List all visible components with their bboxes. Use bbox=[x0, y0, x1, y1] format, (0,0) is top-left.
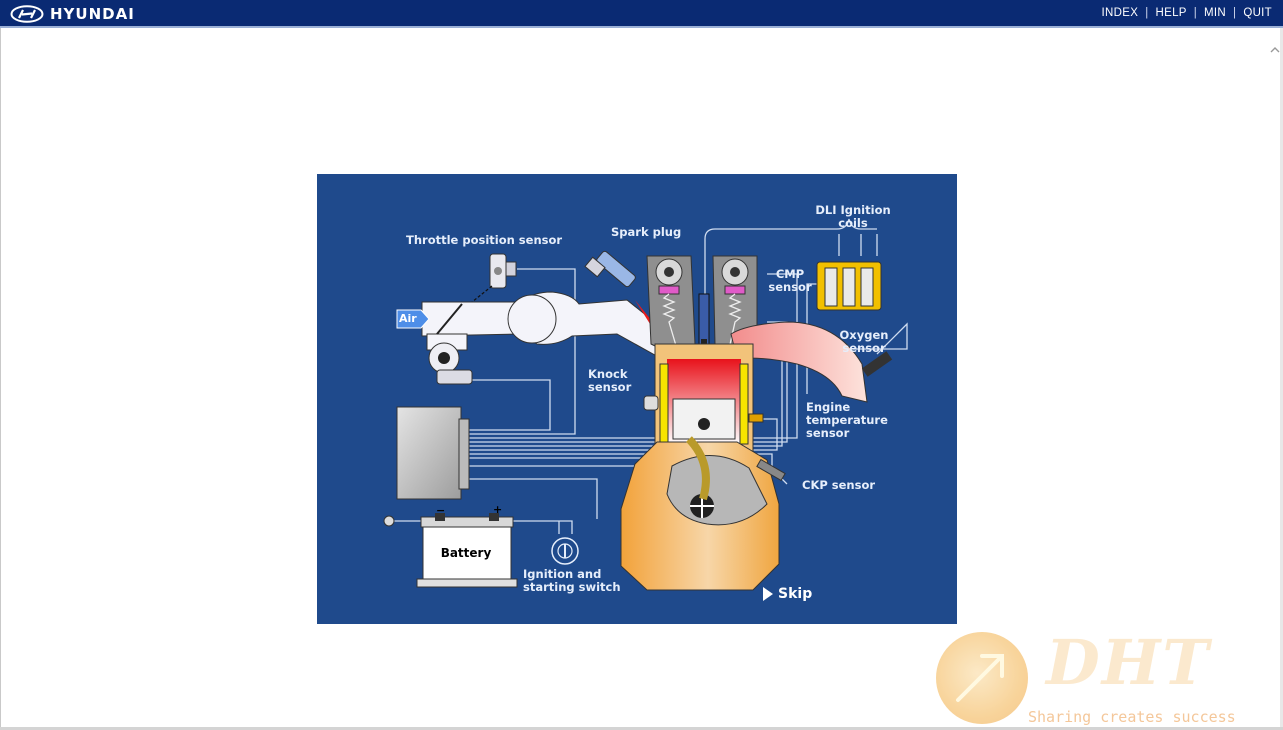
battery-plus-label: + bbox=[493, 503, 503, 516]
engine-temp-sensor-shape bbox=[748, 413, 764, 423]
throttle-position-sensor-shape bbox=[446, 253, 517, 323]
ignition-switch-shape bbox=[551, 537, 579, 565]
vertical-scrollbar[interactable] bbox=[1268, 40, 1282, 720]
scroll-up-chevron-icon[interactable] bbox=[1269, 44, 1281, 56]
knock-sensor-shape bbox=[643, 395, 659, 411]
cmp-label-line2: sensor bbox=[768, 280, 812, 294]
dli-ignition-coils-shape bbox=[816, 261, 882, 311]
ckp-sensor-shape bbox=[756, 458, 786, 482]
cmp-sensor-label: CMP sensor bbox=[767, 268, 813, 294]
index-link[interactable]: INDEX bbox=[1101, 7, 1139, 19]
air-label: Air bbox=[399, 312, 417, 325]
watermark-logo-text: DHT bbox=[1046, 626, 1211, 699]
engine-temp-label-line3: sensor bbox=[806, 426, 850, 440]
window-right-edge bbox=[1280, 28, 1283, 728]
ignition-starting-switch-label: Ignition and starting switch bbox=[523, 568, 621, 594]
cmp-label-line1: CMP bbox=[775, 267, 805, 281]
nav-separator: | bbox=[1193, 7, 1198, 19]
knock-label-line2: sensor bbox=[588, 380, 632, 394]
skip-label: Skip bbox=[778, 586, 813, 602]
skip-button[interactable]: Skip bbox=[763, 586, 812, 602]
cylinder-block-shape bbox=[643, 343, 764, 455]
throttle-position-sensor-label: Throttle position sensor bbox=[406, 233, 563, 247]
watermark-tagline: Sharing creates success bbox=[1028, 708, 1236, 726]
crankcase-shape bbox=[620, 436, 786, 591]
hyundai-logo: HYUNDAI bbox=[10, 4, 135, 24]
oxygen-sensor-shape bbox=[861, 351, 893, 377]
ignition-label-line2: starting switch bbox=[523, 580, 621, 594]
nav-separator: | bbox=[1145, 7, 1149, 19]
intake-manifold-shape bbox=[421, 291, 673, 385]
spark-plug-label: Spark plug bbox=[611, 225, 682, 239]
oxygen-label-line1: Oxygen bbox=[839, 328, 889, 342]
dli-label-line1: DLI Ignition bbox=[815, 203, 891, 217]
engine-temperature-sensor-label: Engine temperature sensor bbox=[806, 401, 888, 440]
arrow-icon bbox=[956, 654, 1004, 702]
exhaust-manifold-shape bbox=[730, 321, 868, 403]
knock-label-line1: Knock bbox=[588, 367, 628, 381]
play-triangle-icon bbox=[763, 587, 773, 601]
engine-temp-label-line1: Engine bbox=[806, 400, 851, 414]
dli-label-line2: coils bbox=[838, 216, 868, 230]
quit-link[interactable]: QUIT bbox=[1243, 7, 1272, 19]
oxygen-sensor-label: Oxygen sensor bbox=[835, 329, 893, 355]
top-navigation: INDEX | HELP | MIN | QUIT bbox=[1102, 7, 1272, 19]
minimize-link[interactable]: MIN bbox=[1204, 7, 1227, 19]
engine-temp-label-line2: temperature bbox=[806, 413, 888, 427]
air-arrow-icon bbox=[396, 309, 430, 329]
oxygen-label-line2: sensor bbox=[842, 341, 886, 355]
knock-sensor-label: Knock sensor bbox=[588, 368, 631, 394]
top-header-bar: HYUNDAI INDEX | HELP | MIN | QUIT bbox=[0, 0, 1283, 28]
hyundai-emblem-icon bbox=[10, 5, 44, 23]
help-link[interactable]: HELP bbox=[1155, 7, 1187, 19]
nav-separator: | bbox=[1233, 7, 1237, 19]
brand-name: HYUNDAI bbox=[50, 5, 135, 23]
ignition-label-line1: Ignition and bbox=[523, 567, 602, 581]
dli-ignition-coils-label: DLI Ignition coils bbox=[807, 204, 899, 230]
watermark-logo-circle bbox=[936, 632, 1028, 724]
battery-label: Battery bbox=[440, 546, 492, 560]
bottom-border bbox=[0, 727, 1283, 730]
battery-minus-label: − bbox=[436, 504, 446, 517]
ecu-module-shape bbox=[396, 406, 470, 500]
battery-shape bbox=[383, 513, 518, 588]
engine-control-diagram: Throttle position sensor Spark plug DLI … bbox=[317, 174, 957, 624]
engine-system-illustration bbox=[383, 218, 908, 591]
ckp-sensor-label: CKP sensor bbox=[802, 478, 876, 492]
